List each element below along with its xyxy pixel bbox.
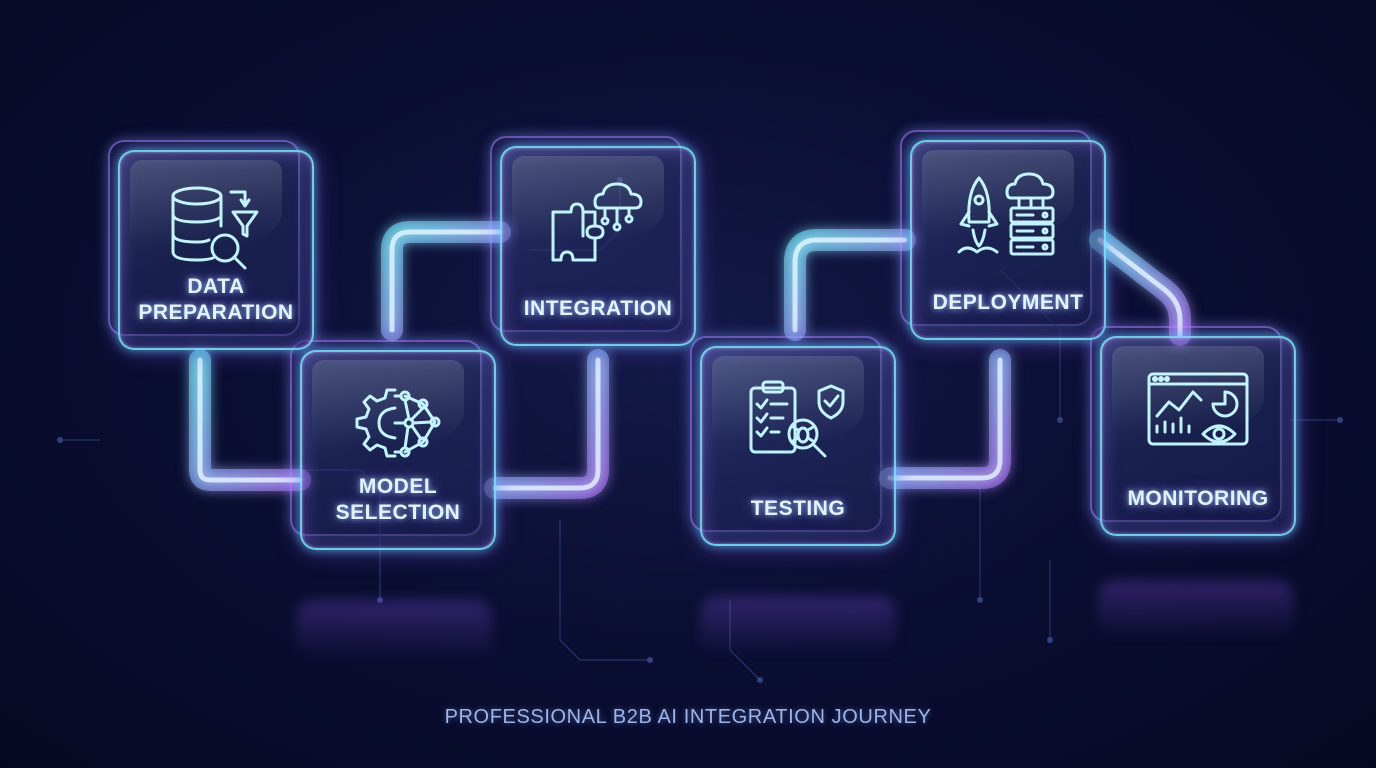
step-card-testing: TESTING bbox=[690, 336, 896, 546]
step-card-model-selection: MODEL SELECTION bbox=[290, 340, 496, 550]
reflection bbox=[700, 596, 896, 656]
checklist-bug-shield-icon bbox=[749, 380, 845, 458]
step-label: DEPLOYMENT bbox=[932, 291, 1084, 314]
connector-model-to-integration bbox=[381, 221, 511, 341]
rocket-cloud-server-icon bbox=[957, 172, 1055, 256]
diagram-caption: PROFESSIONAL B2B AI INTEGRATION JOURNEY bbox=[444, 706, 932, 728]
reflection bbox=[296, 600, 492, 660]
connector-integration-to-testing bbox=[484, 349, 609, 499]
step-card-deployment: DEPLOYMENT bbox=[900, 130, 1106, 340]
step-card-monitoring: MONITORING bbox=[1090, 326, 1296, 536]
connector-data-to-model bbox=[189, 349, 311, 491]
step-card-data-preparation: DATA PREPARATION bbox=[108, 140, 314, 350]
reflection bbox=[1098, 580, 1294, 640]
step-label: MODEL SELECTION bbox=[335, 475, 461, 524]
connector-deployment-down bbox=[879, 349, 1011, 489]
step-label: DATA PREPARATION bbox=[138, 275, 294, 324]
puzzle-cloud-icon bbox=[551, 182, 643, 262]
step-label: MONITORING bbox=[1127, 487, 1269, 510]
step-label: TESTING bbox=[750, 497, 846, 520]
step-card-integration: INTEGRATION bbox=[490, 136, 696, 346]
step-label: INTEGRATION bbox=[523, 297, 673, 320]
database-filter-search-icon bbox=[171, 186, 259, 270]
gear-neural-network-icon bbox=[355, 388, 441, 458]
dashboard-eye-icon bbox=[1147, 372, 1249, 446]
connector-testing-to-deployment bbox=[784, 229, 916, 341]
connector-deployment-to-monitoring bbox=[1089, 229, 1191, 346]
